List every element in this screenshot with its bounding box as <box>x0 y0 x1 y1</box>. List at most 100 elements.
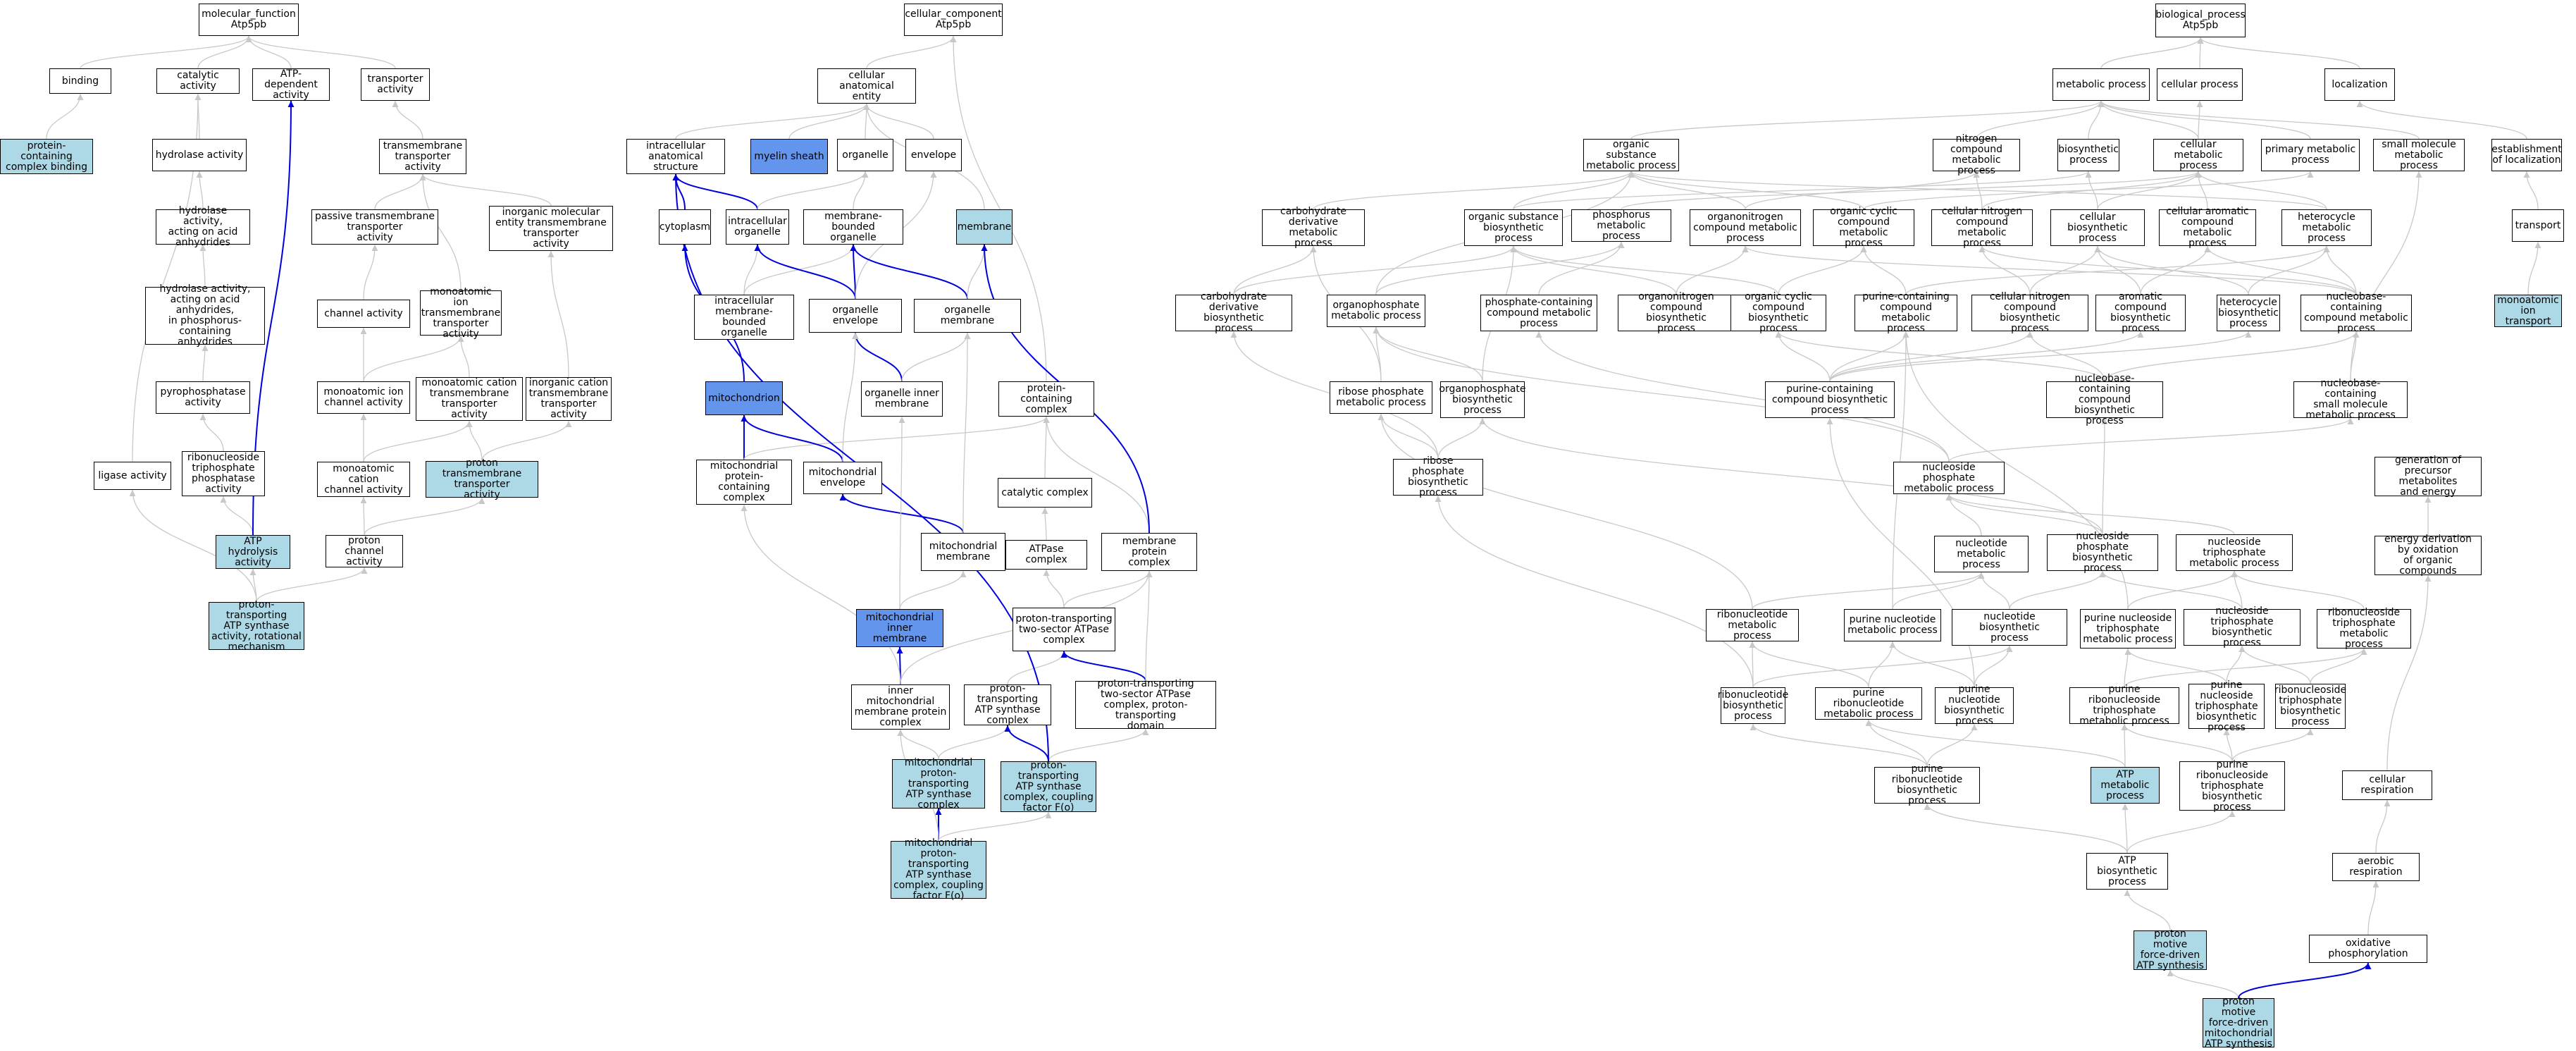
go-term-node[interactable]: intracellular anatomical structure <box>626 139 725 174</box>
go-term-node[interactable]: transport <box>2512 209 2564 242</box>
go-term-node[interactable]: ribonucleoside triphosphate phosphatase … <box>182 451 265 496</box>
go-term-node[interactable]: catalytic complex <box>998 478 1092 508</box>
go-term-node[interactable]: heterocycle metabolic process <box>2281 209 2372 246</box>
go-term-node[interactable]: organic substance metabolic process <box>1583 139 1679 171</box>
go-term-node[interactable]: cellular_component Atp5pb <box>904 4 1003 36</box>
go-term-node[interactable]: cellular nitrogen compound metabolic pro… <box>1931 207 2033 249</box>
go-term-node[interactable]: intracellular organelle <box>726 209 789 245</box>
go-term-node[interactable]: carbohydrate derivative metabolic proces… <box>1262 207 1365 249</box>
go-term-node[interactable]: cellular metabolic process <box>2153 139 2243 171</box>
go-term-node[interactable]: cellular process <box>2157 68 2243 101</box>
go-term-node[interactable]: organonitrogen compound biosynthetic pro… <box>1618 292 1735 334</box>
go-term-node[interactable]: purine ribonucleotide biosynthetic proce… <box>1874 764 1980 806</box>
go-term-node[interactable]: transporter activity <box>361 68 430 101</box>
go-term-node[interactable]: purine-containing compound metabolic pro… <box>1854 292 1957 334</box>
go-term-node[interactable]: nucleobase-containing compound biosynthe… <box>2046 373 2163 426</box>
go-term-node[interactable]: organonitrogen compound metabolic proces… <box>1690 209 1801 246</box>
go-term-node[interactable]: intracellular membrane-bounded organelle <box>694 295 794 340</box>
go-term-node[interactable]: proton-transporting two-sector ATPase co… <box>1013 608 1115 651</box>
go-term-node[interactable]: mitochondrial membrane <box>921 533 1005 571</box>
go-term-node[interactable]: nucleobase-containing small molecule met… <box>2293 379 2408 421</box>
go-term-node[interactable]: nucleoside phosphate metabolic process <box>1893 462 2005 494</box>
go-term-node[interactable]: nucleobase-containing compound metabolic… <box>2301 292 2412 334</box>
go-term-node[interactable]: ATP metabolic process <box>2091 767 2160 804</box>
go-term-node[interactable]: localization <box>2324 68 2395 101</box>
go-term-node[interactable]: inorganic molecular entity transmembrane… <box>489 206 613 251</box>
go-term-node[interactable]: inner mitochondrial membrane protein com… <box>851 684 950 730</box>
go-term-node[interactable]: ribonucleoside triphosphate metabolic pr… <box>2317 608 2411 650</box>
go-term-node[interactable]: proton channel activity <box>326 535 403 567</box>
go-term-node[interactable]: cellular nitrogen compound biosynthetic … <box>1971 292 2088 334</box>
go-term-node[interactable]: membrane <box>956 209 1013 245</box>
go-term-node[interactable]: inorganic cation transmembrane transport… <box>526 377 612 421</box>
go-term-node[interactable]: metabolic process <box>2052 68 2150 101</box>
go-term-node[interactable]: monoatomic ion transmembrane transporter… <box>420 285 502 340</box>
go-term-node[interactable]: energy derivation by oxidation of organi… <box>2374 534 2482 577</box>
go-term-node[interactable]: purine nucleotide metabolic process <box>1844 609 1941 641</box>
go-term-node[interactable]: organic cyclic compound biosynthetic pro… <box>1730 292 1826 334</box>
go-term-node[interactable]: hydrolase activity <box>152 139 247 171</box>
go-term-node[interactable]: ATPase complex <box>1005 540 1087 570</box>
go-term-node[interactable]: ATP-dependent activity <box>252 68 330 101</box>
go-term-node[interactable]: proton transmembrane transporter activit… <box>426 458 538 500</box>
go-term-node[interactable]: establishment of localization <box>2491 139 2562 171</box>
go-term-node[interactable]: passive transmembrane transporter activi… <box>311 209 438 245</box>
go-term-node[interactable]: ribose phosphate biosynthetic process <box>1393 456 1483 498</box>
go-term-node[interactable]: nitrogen compound metabolic process <box>1933 134 2020 176</box>
go-term-node[interactable]: mitochondrial inner membrane <box>856 609 943 647</box>
go-term-node[interactable]: nucleotide metabolic process <box>1934 536 2029 572</box>
go-term-node[interactable]: nucleoside triphosphate biosynthetic pro… <box>2184 606 2301 649</box>
go-term-node[interactable]: purine ribonucleoside triphosphate biosy… <box>2179 759 2285 812</box>
go-term-node[interactable]: cellular respiration <box>2342 770 2432 800</box>
go-term-node[interactable]: organelle <box>837 139 893 171</box>
go-term-node[interactable]: proton-transporting two-sector ATPase co… <box>1075 678 1216 731</box>
go-term-node[interactable]: mitochondrial protein-containing complex <box>696 460 792 505</box>
go-term-node[interactable]: cellular biosynthetic process <box>2050 209 2145 246</box>
go-term-node[interactable]: organophosphate biosynthetic process <box>1439 381 1526 418</box>
go-term-node[interactable]: purine-containing compound biosynthetic … <box>1765 381 1895 418</box>
go-term-node[interactable]: proton motive force-driven mitochondrial… <box>2203 996 2274 1049</box>
go-term-node[interactable]: phosphate-containing compound metabolic … <box>1480 295 1597 331</box>
go-term-node[interactable]: nucleotide biosynthetic process <box>1952 609 2067 646</box>
go-term-node[interactable]: hydrolase activity, acting on acid anhyd… <box>156 206 250 248</box>
go-term-node[interactable]: nucleoside triphosphate metabolic proces… <box>2176 534 2293 571</box>
go-term-node[interactable]: aromatic compound biosynthetic process <box>2095 292 2186 334</box>
go-term-node[interactable]: ATP biosynthetic process <box>2086 853 2168 890</box>
go-term-node[interactable]: ligase activity <box>94 462 171 490</box>
go-term-node[interactable]: heterocycle biosynthetic process <box>2217 295 2280 331</box>
go-term-node[interactable]: membrane-bounded organelle <box>803 209 903 245</box>
go-term-node[interactable]: ribonucleotide metabolic process <box>1706 609 1799 641</box>
go-term-node[interactable]: mitochondrion <box>705 381 783 415</box>
go-term-node[interactable]: organelle inner membrane <box>861 381 943 417</box>
go-term-node[interactable]: phosphorus metabolic process <box>1571 209 1671 242</box>
go-term-node[interactable]: proton-transporting ATP synthase complex <box>964 684 1051 726</box>
go-term-node[interactable]: molecular_function Atp5pb <box>199 4 299 36</box>
go-term-node[interactable]: biosynthetic process <box>2057 139 2119 171</box>
go-term-node[interactable]: monoatomic cation channel activity <box>317 462 410 497</box>
go-term-node[interactable]: monoatomic cation transmembrane transpor… <box>416 377 523 421</box>
go-term-node[interactable]: protein-containing complex <box>998 381 1094 417</box>
go-term-node[interactable]: oxidative phosphorylation <box>2309 935 2427 963</box>
go-term-node[interactable]: monoatomic ion channel activity <box>317 381 410 414</box>
go-term-node[interactable]: proton-transporting ATP synthase complex… <box>1001 760 1096 813</box>
go-term-node[interactable]: organophosphate metabolic process <box>1327 295 1425 327</box>
go-term-node[interactable]: catalytic activity <box>156 68 240 94</box>
go-term-node[interactable]: cytoplasm <box>659 209 711 245</box>
go-term-node[interactable]: hydrolase activity, acting on acid anhyd… <box>145 284 265 348</box>
go-term-node[interactable]: ribose phosphate metabolic process <box>1330 381 1432 414</box>
go-term-node[interactable]: ribonucleoside triphosphate biosynthetic… <box>2274 684 2347 729</box>
go-term-node[interactable]: purine nucleoside triphosphate metabolic… <box>2080 609 2176 649</box>
go-term-node[interactable]: mitochondrial proton-transporting ATP sy… <box>891 838 986 902</box>
go-term-node[interactable]: cellular anatomical entity <box>817 68 916 104</box>
go-term-node[interactable]: envelope <box>905 139 962 171</box>
go-term-node[interactable]: nucleoside phosphate biosynthetic proces… <box>2047 531 2158 574</box>
go-term-node[interactable]: organic cyclic compound metabolic proces… <box>1813 207 1914 249</box>
go-term-node[interactable]: small molecule metabolic process <box>2373 139 2465 171</box>
go-term-node[interactable]: proton motive force-driven ATP synthesis <box>2134 929 2207 971</box>
go-term-node[interactable]: carbohydrate derivative biosynthetic pro… <box>1175 292 1292 334</box>
go-term-node[interactable]: proton-transporting ATP synthase activit… <box>209 599 304 652</box>
go-term-node[interactable]: channel activity <box>317 300 410 328</box>
go-term-node[interactable]: mitochondrial proton-transporting ATP sy… <box>892 757 985 810</box>
go-term-node[interactable]: organelle envelope <box>809 299 902 333</box>
go-term-node[interactable]: organelle membrane <box>914 299 1021 333</box>
